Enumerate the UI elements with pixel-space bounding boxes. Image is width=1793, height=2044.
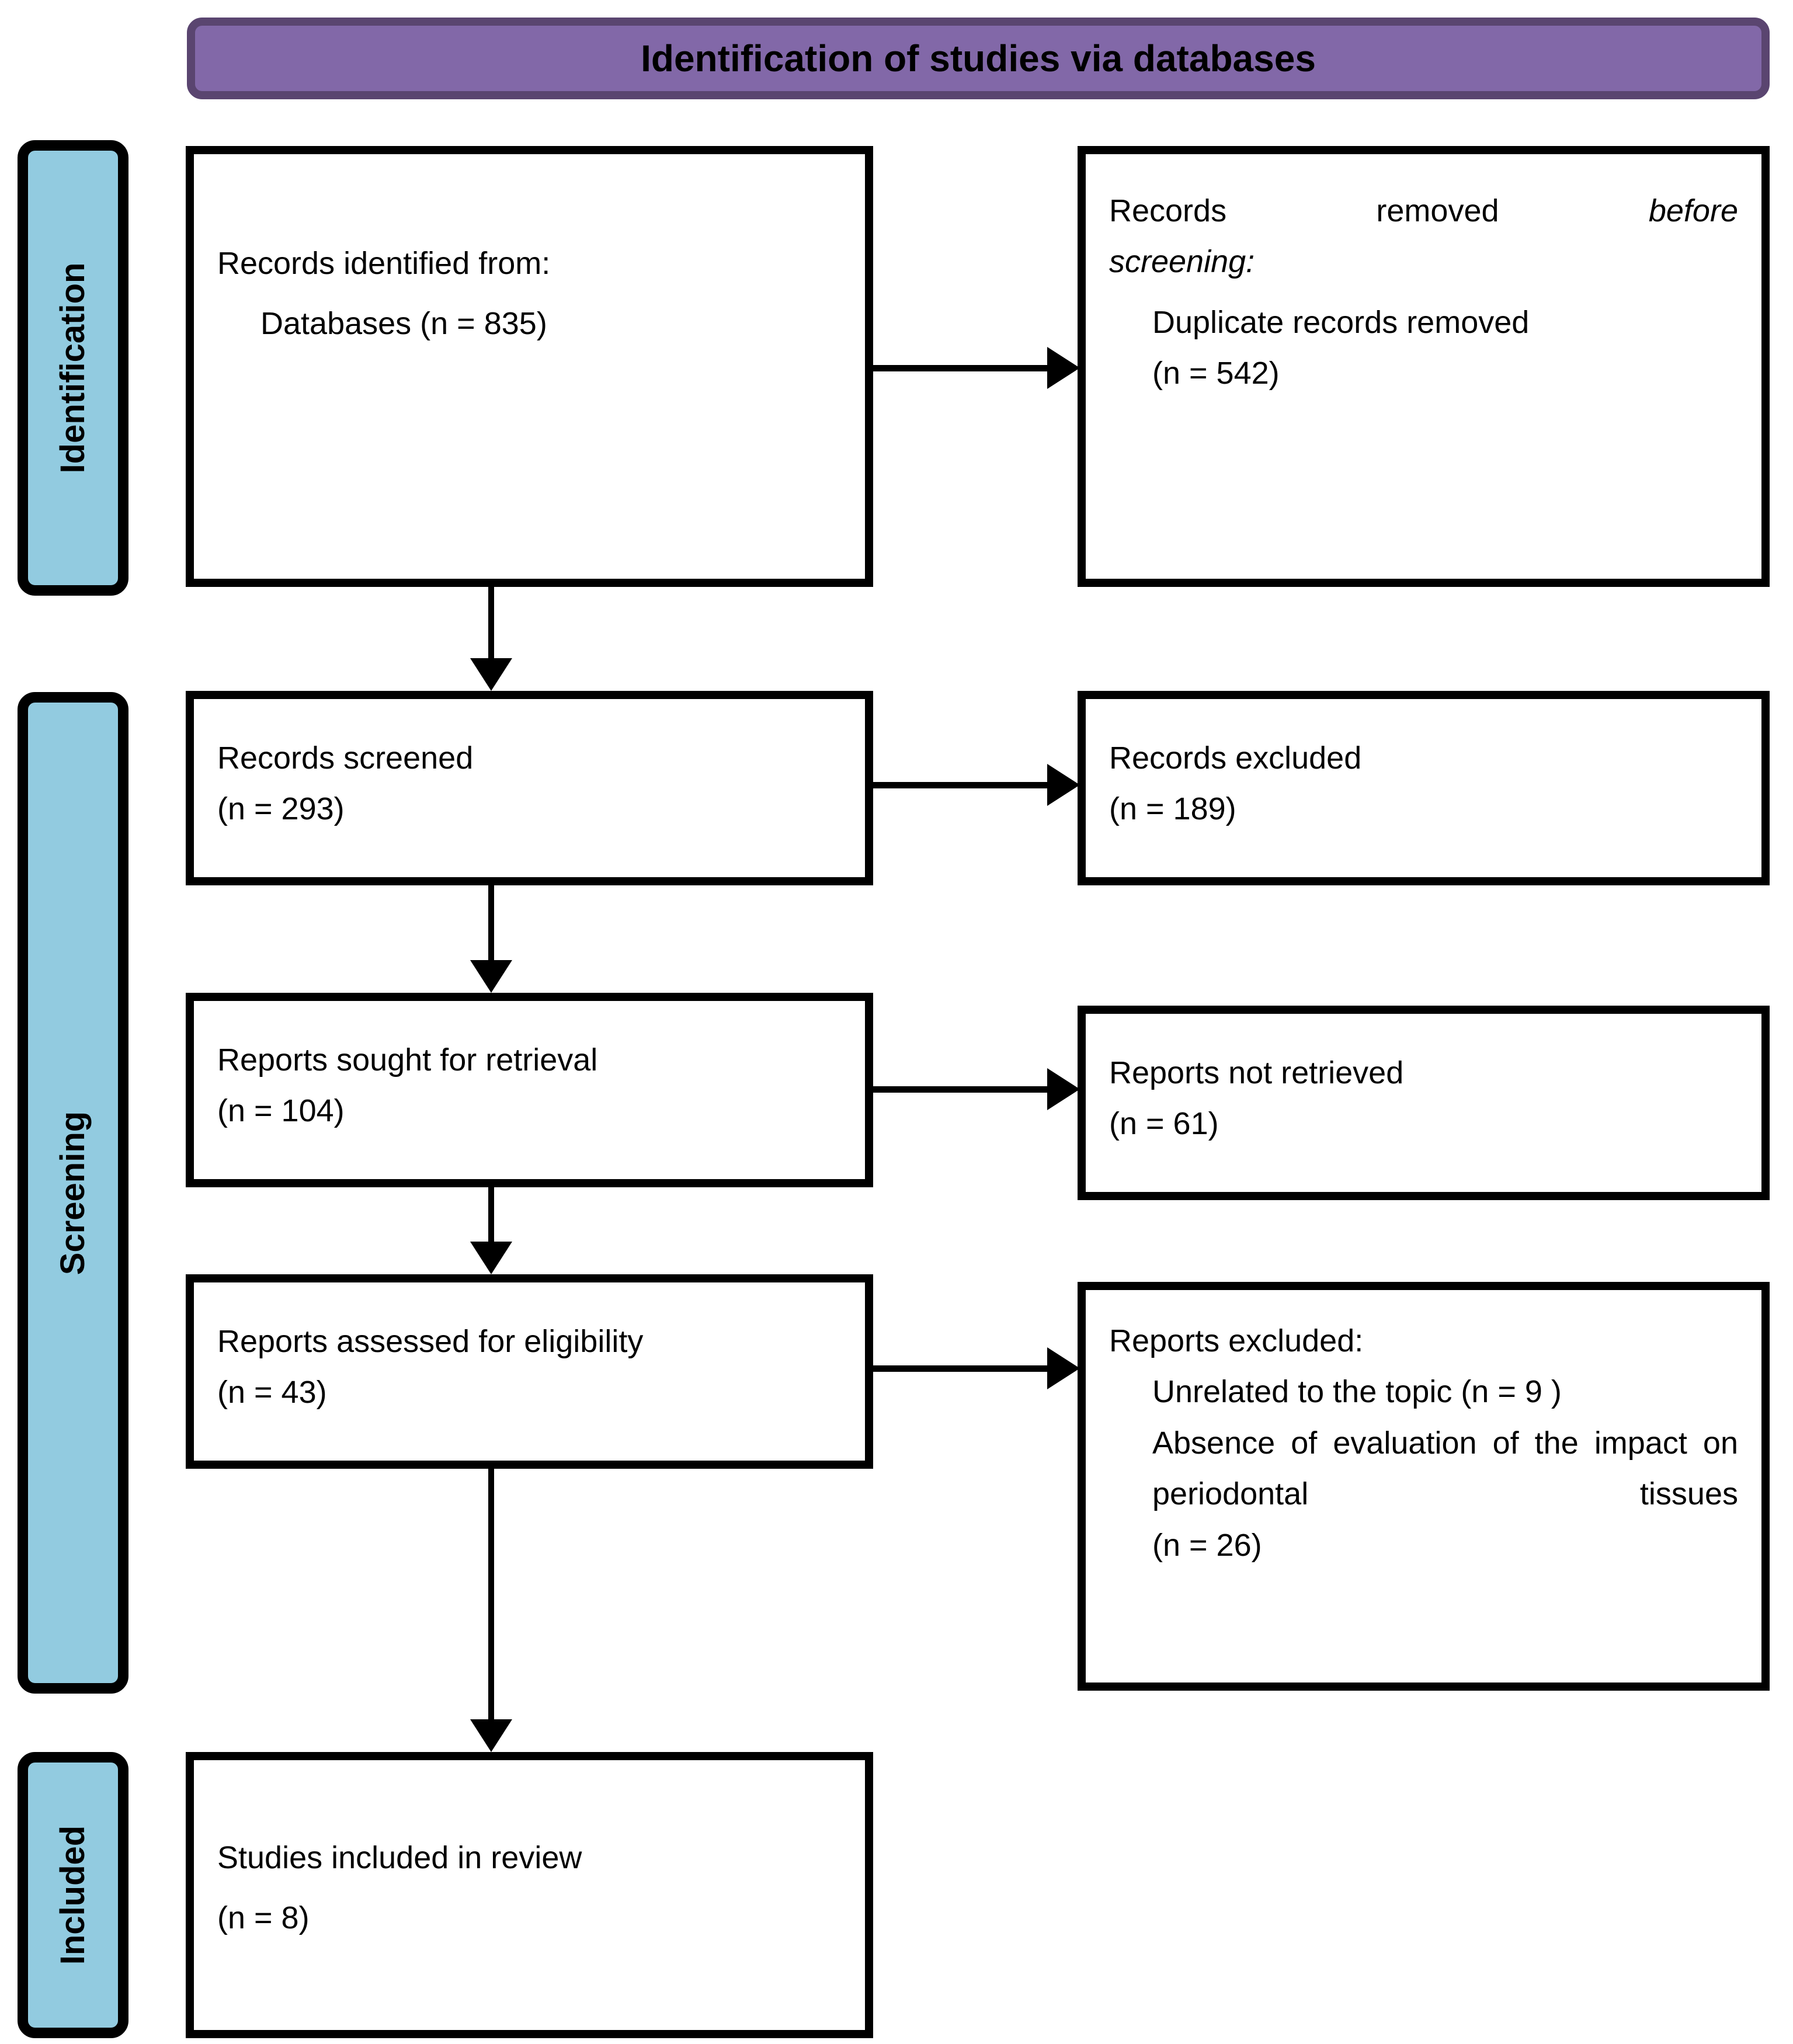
box-records-removed-before-screening: Records removed before screening: Duplic…	[1078, 146, 1770, 587]
phase-banner-title: Identification of studies via databases	[641, 37, 1316, 79]
connector-screened-to-records-excluded	[873, 782, 1048, 788]
box-records-excluded: Records excluded (n = 189)	[1078, 691, 1770, 885]
box-records-screened: Records screened (n = 293)	[186, 691, 873, 885]
spacer	[217, 174, 842, 238]
box-records-identified: Records identified from: Databases (n = …	[186, 146, 873, 587]
box-reports-excluded-reason-2: Absence of evaluation of the impact on p…	[1152, 1425, 1738, 1512]
arrowhead-sought-to-not-retrieved	[1047, 1068, 1080, 1110]
connector-assessed-to-reports-excluded	[873, 1365, 1048, 1372]
box-records-removed-line-1: Records removed before	[1109, 186, 1738, 237]
spacer	[1109, 719, 1738, 733]
box-records-excluded-line-1: Records excluded	[1109, 741, 1362, 776]
box-records-removed-line-2: screening:	[1109, 244, 1255, 280]
box-reports-sought-line-2: (n = 104)	[217, 1093, 345, 1129]
box-records-removed-line-3: Duplicate records removed	[1152, 304, 1530, 340]
box-records-identified-line-1: Records identified from:	[217, 246, 551, 281]
box-reports-assessed-line-1: Reports assessed for eligibility	[217, 1324, 644, 1359]
box-records-excluded-line-2: (n = 189)	[1109, 791, 1236, 827]
stage-rail-included: Included	[18, 1752, 128, 2038]
connector-identified-to-removed	[873, 365, 1048, 371]
box-records-removed-word-records: Records	[1109, 193, 1227, 228]
box-studies-included-line-1: Studies included in review	[217, 1840, 582, 1875]
box-studies-included-in-review: Studies included in review (n = 8)	[186, 1752, 873, 2038]
box-reports-excluded: Reports excluded: Unrelated to the topic…	[1078, 1282, 1770, 1691]
box-reports-excluded-line-1: Reports excluded:	[1109, 1323, 1364, 1358]
arrowhead-screened-to-records-excluded	[1047, 764, 1080, 806]
spacer	[217, 1021, 842, 1035]
box-reports-not-retrieved-line-1: Reports not retrieved	[1109, 1055, 1404, 1090]
stage-rail-screening: Screening	[18, 692, 128, 1694]
box-records-removed-word-removed: removed	[1376, 193, 1499, 228]
stage-rail-identification-label: Identification	[54, 262, 92, 474]
stage-rail-identification: Identification	[18, 140, 128, 596]
box-studies-included-line-2: (n = 8)	[217, 1900, 310, 1936]
connector-sought-to-assessed	[488, 1187, 494, 1242]
arrowhead-identified-to-screened	[470, 658, 512, 691]
box-reports-not-retrieved: Reports not retrieved (n = 61)	[1078, 1006, 1770, 1200]
box-records-identified-line-2: Databases (n = 835)	[260, 306, 547, 342]
arrowhead-assessed-to-included	[470, 1719, 512, 1752]
phase-banner-identification-via-databases: Identification of studies via databases	[187, 18, 1770, 99]
connector-identified-to-screened	[488, 587, 494, 660]
connector-assessed-to-included	[488, 1469, 494, 1720]
box-reports-assessed-line-2: (n = 43)	[217, 1375, 327, 1410]
spacer	[1109, 1034, 1738, 1048]
connector-screened-to-sought	[488, 885, 494, 960]
arrowhead-identified-to-removed	[1047, 347, 1080, 389]
box-reports-excluded-reason-2-count: (n = 26)	[1152, 1527, 1262, 1563]
box-reports-assessed-for-eligibility: Reports assessed for eligibility (n = 43…	[186, 1274, 873, 1469]
box-records-screened-line-2: (n = 293)	[217, 791, 345, 827]
spacer	[1109, 288, 1738, 297]
spacer	[1109, 1310, 1738, 1316]
spacer	[217, 1302, 842, 1316]
arrowhead-assessed-to-reports-excluded	[1047, 1347, 1080, 1389]
arrowhead-screened-to-sought	[470, 960, 512, 993]
box-reports-sought-for-retrieval: Reports sought for retrieval (n = 104)	[186, 993, 873, 1187]
spacer	[217, 1883, 842, 1893]
stage-rail-included-label: Included	[54, 1825, 92, 1965]
spacer	[217, 719, 842, 733]
box-reports-not-retrieved-line-2: (n = 61)	[1109, 1106, 1219, 1142]
box-reports-sought-line-1: Reports sought for retrieval	[217, 1042, 598, 1077]
box-records-screened-line-1: Records screened	[217, 741, 474, 776]
box-records-removed-word-before: before	[1648, 193, 1738, 228]
spacer	[1109, 174, 1738, 186]
stage-rail-screening-label: Screening	[54, 1111, 92, 1275]
connector-sought-to-not-retrieved	[873, 1086, 1048, 1093]
spacer	[217, 289, 842, 298]
arrowhead-sought-to-assessed	[470, 1242, 512, 1274]
box-reports-excluded-reason-1: Unrelated to the topic (n = 9 )	[1152, 1374, 1562, 1410]
spacer	[217, 1780, 842, 1833]
box-records-removed-line-4: (n = 542)	[1152, 356, 1280, 391]
